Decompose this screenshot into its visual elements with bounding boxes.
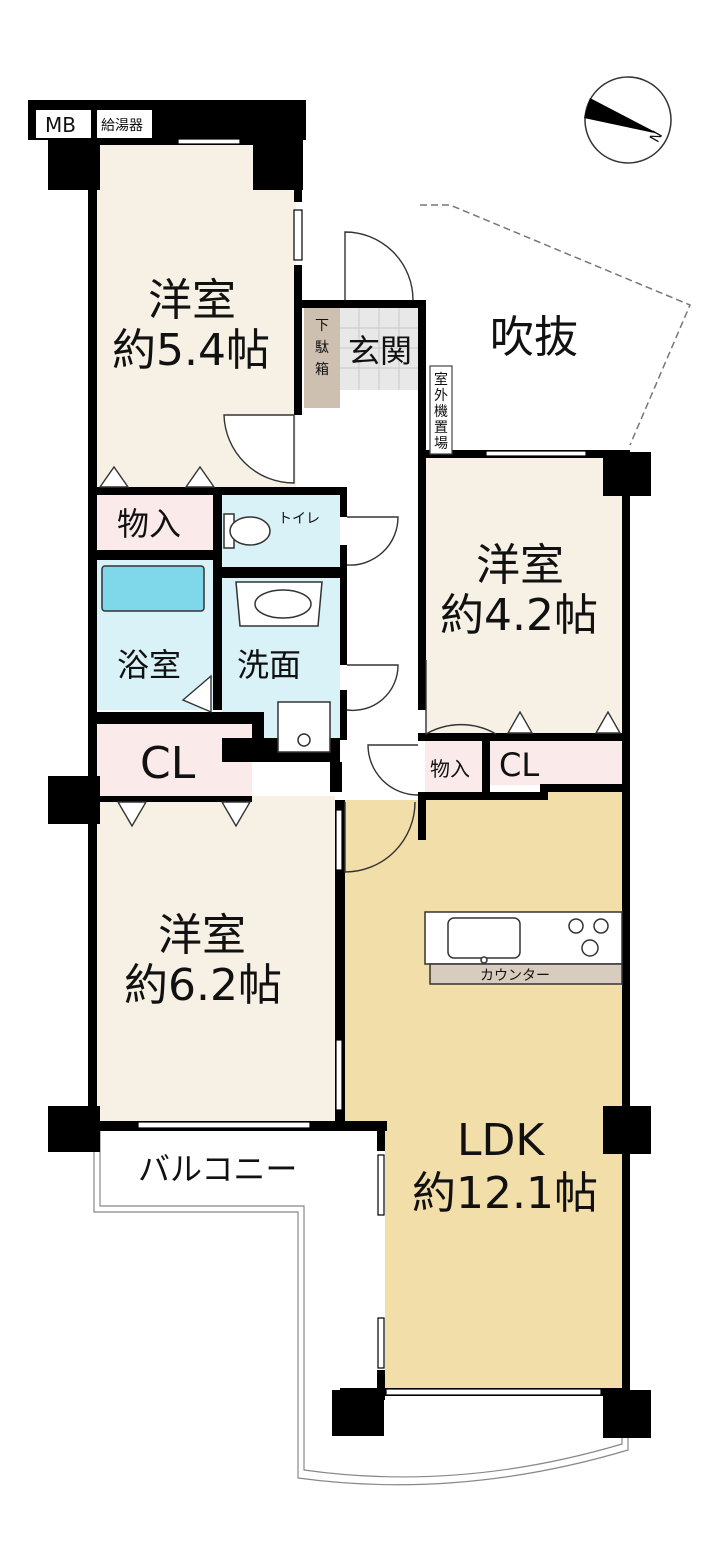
ldk-size: 約12.1帖 (412, 1168, 598, 1219)
room-western-62-name: 洋室 (158, 910, 246, 961)
room-western-54-size: 約5.4帖 (112, 325, 270, 376)
room-western-62-size: 約6.2帖 (124, 960, 282, 1011)
toilet-label: トイレ (278, 511, 320, 527)
ldk-floor (345, 784, 625, 1390)
shoe-box-floor (304, 308, 340, 408)
shoe-box-char-3: 箱 (315, 362, 329, 378)
void-outline (420, 204, 691, 446)
compass: N (584, 76, 672, 164)
storage-right-floor (425, 740, 482, 792)
storage-right-label: 物入 (430, 757, 470, 781)
outdoor-unit-char-4: 置 (434, 420, 448, 436)
shoe-box-char-2: 駄 (315, 340, 329, 356)
entrance-tiles (340, 308, 418, 390)
closet-door-marks (98, 465, 622, 828)
counter-label: カウンター (480, 968, 550, 984)
water-heater-label: 給湯器 (101, 117, 143, 134)
closet-right-label: CL (499, 746, 539, 784)
outdoor-unit-char-2: 外 (434, 388, 448, 404)
bathtub (101, 565, 205, 612)
toilet-fixture (223, 513, 271, 549)
outdoor-unit-label: 室 外 機 置 場 (434, 371, 448, 452)
closet-right-floor (490, 740, 625, 785)
room-western-54-name: 洋室 (148, 275, 236, 326)
closet-left-label: CL (140, 738, 196, 789)
bath-label: 浴室 (117, 646, 181, 684)
outdoor-unit-char-5: 場 (434, 436, 448, 452)
windows (137, 138, 602, 1396)
washing-machine-pan (277, 701, 331, 753)
storage-left-floor (97, 495, 213, 550)
outdoor-unit-area (429, 365, 453, 455)
ldk-name: LDK (457, 1115, 545, 1166)
room-western-42-name: 洋室 (476, 540, 564, 591)
outdoor-unit-char-1: 室 (434, 371, 448, 388)
void-label: 吹抜 (490, 312, 578, 363)
room-western-42-floor (425, 454, 625, 734)
mb-label: MB (45, 113, 76, 137)
kitchen-counter (424, 911, 623, 985)
storage-left-label: 物入 (117, 505, 181, 543)
balcony-label: バルコニー (138, 1150, 297, 1188)
stove-icon (568, 918, 609, 957)
washroom-label: 洗面 (237, 646, 301, 684)
wash-basin (235, 581, 323, 627)
shoe-box-label: 下 駄 箱 (315, 318, 329, 378)
utility-badges: MB 給湯器 (36, 110, 152, 138)
room-western-42-size: 約4.2帖 (440, 590, 598, 641)
door-swings (223, 231, 497, 873)
shoe-box-char-1: 下 (315, 318, 329, 334)
outdoor-unit-char-3: 機 (434, 404, 448, 420)
room-western-62-floor (97, 796, 335, 1121)
north-arrow-icon (584, 98, 659, 134)
entrance-label: 玄関 (348, 332, 412, 370)
balcony-outline (93, 1130, 629, 1486)
